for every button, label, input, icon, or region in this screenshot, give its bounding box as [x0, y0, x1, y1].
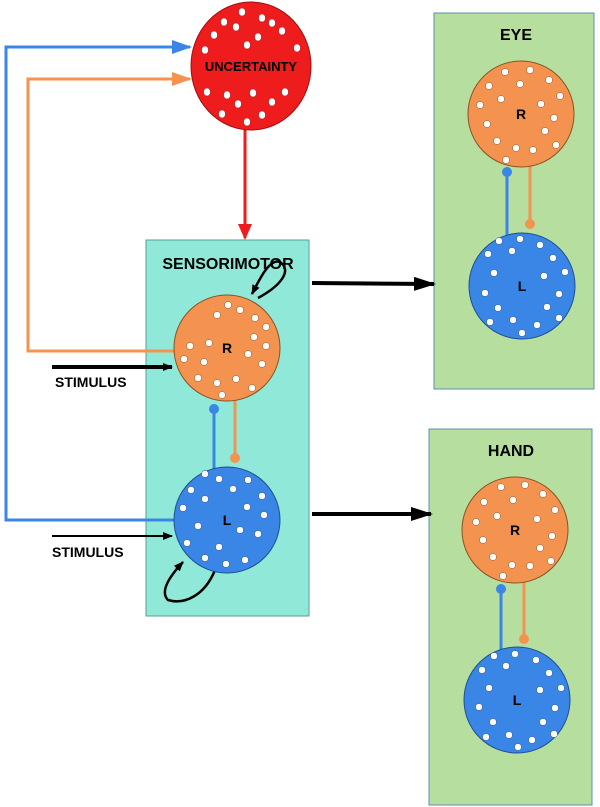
hand-l-label: L — [513, 692, 522, 708]
eye-l-node — [468, 232, 576, 340]
blue-feedback-arrow — [4, 40, 192, 522]
hand-l-node — [463, 646, 571, 754]
stimulus-right-label: STIMULUS — [55, 374, 127, 390]
hand-blue-connector-end — [496, 584, 506, 594]
sensorimotor-l-label: L — [223, 512, 232, 528]
sensorimotor-orange-connector-end — [230, 453, 240, 463]
uncertainty-label: UNCERTAINTY — [205, 59, 298, 74]
hand-r-label: R — [510, 522, 520, 538]
hand-title: HAND — [488, 443, 534, 460]
sensorimotor-r-self-loop — [250, 260, 287, 300]
sensorimotor-to-eye-arrow — [311, 276, 436, 291]
eye-l-label: L — [518, 278, 527, 294]
eye-blue-connector-end — [502, 167, 512, 177]
sensorimotor-r-node — [173, 294, 281, 402]
sensorimotor-l-node — [173, 466, 281, 574]
eye-title: EYE — [500, 27, 532, 44]
eye-r-dots — [476, 66, 564, 164]
sensorimotor-blue-connector-end — [209, 404, 219, 414]
sensorimotor-r-label: R — [222, 340, 232, 356]
sensorimotor-title: SENSORIMOTOR — [162, 256, 294, 273]
uncertainty-dots — [201, 7, 301, 127]
eye-r-label: R — [516, 106, 526, 122]
orange-feedback-arrow — [26, 72, 192, 353]
sensorimotor-l-dots — [179, 470, 268, 568]
hand-r-dots — [472, 481, 559, 580]
hand-orange-connector-end — [519, 634, 529, 644]
hand-l-dots — [475, 650, 565, 751]
sensorimotor-l-self-loop — [163, 561, 217, 603]
eye-l-dots — [481, 235, 569, 337]
stimulus-left-label: STIMULUS — [52, 544, 124, 560]
hand-r-node — [461, 476, 569, 584]
sensorimotor-r-dots — [180, 301, 270, 399]
eye-orange-connector-end — [525, 219, 535, 229]
